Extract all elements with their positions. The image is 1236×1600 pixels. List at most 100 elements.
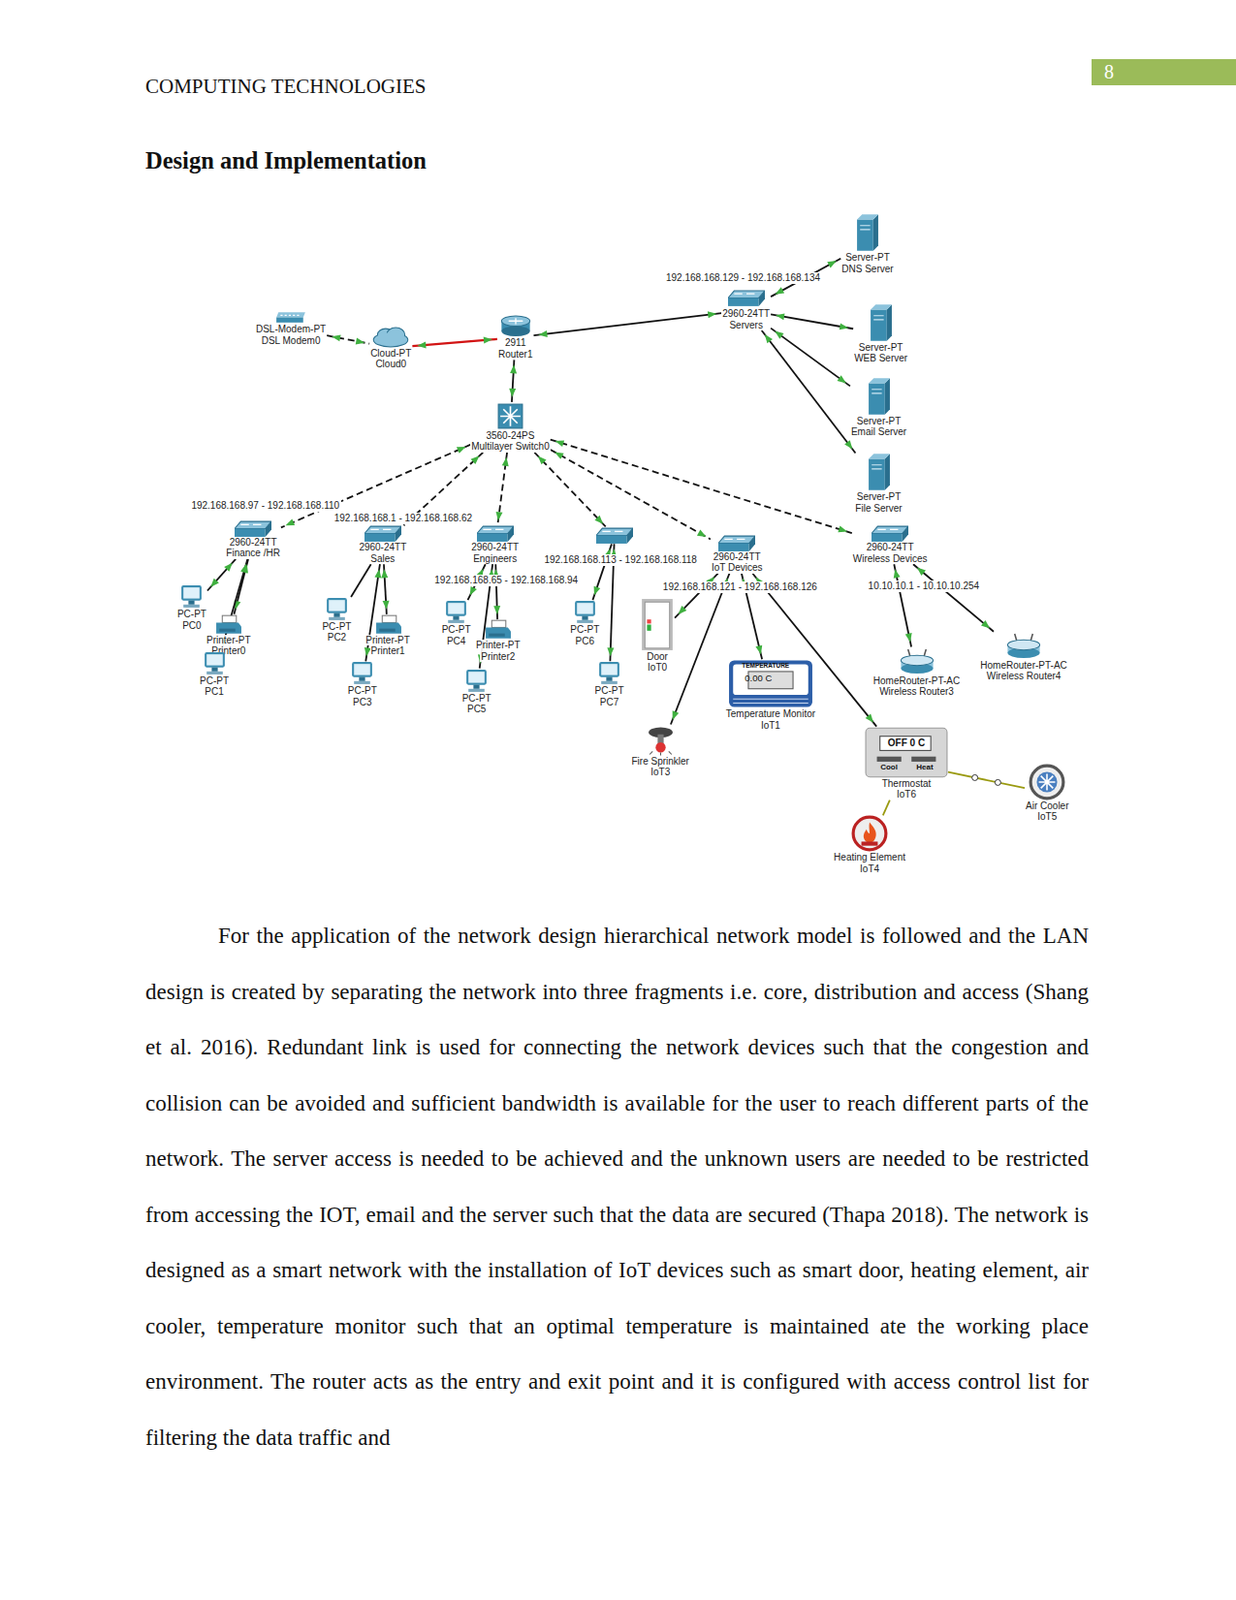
icon-part <box>868 459 886 491</box>
icon-part <box>370 529 391 531</box>
device-type: Server-PT <box>855 415 903 428</box>
iot-cable <box>948 772 1025 790</box>
device-name: PC1 <box>203 686 224 698</box>
device-name: DNS Server <box>840 263 894 276</box>
ethernet-link <box>592 543 612 601</box>
icon-part <box>733 293 755 295</box>
sprinkler-icon <box>646 725 675 757</box>
icon-part <box>280 315 299 317</box>
link-light <box>839 322 849 330</box>
link-light <box>538 330 547 338</box>
icon-part <box>445 601 467 617</box>
device-name: IoT0 <box>646 662 668 674</box>
server-icon <box>855 213 880 253</box>
icon-part <box>240 524 261 526</box>
device-name: DSL Modem0 <box>260 335 322 348</box>
pc-icon <box>571 600 599 625</box>
printer-icon <box>214 614 243 635</box>
icon-part <box>276 312 306 317</box>
link-light <box>210 578 220 588</box>
device-type: HomeRouter-PT-AC <box>872 675 961 688</box>
icon-part <box>857 220 875 252</box>
link-light <box>502 457 509 467</box>
icon-part <box>1037 771 1058 793</box>
icon-part <box>189 601 195 605</box>
device-display-text: Cool <box>880 763 898 772</box>
cloud-icon <box>371 325 411 349</box>
icon-part <box>468 688 485 692</box>
icon-part <box>718 536 756 543</box>
icon-part <box>644 602 669 649</box>
icon-part <box>482 529 504 531</box>
icon-part <box>871 526 909 534</box>
link-light <box>483 337 493 345</box>
icon-part <box>649 751 672 756</box>
ethernet-link <box>550 449 711 539</box>
ethernet-link <box>534 313 723 336</box>
ethernet-link <box>893 564 912 647</box>
device-type: 3560-24PS <box>484 430 536 443</box>
icon-part <box>581 616 588 621</box>
network-device: 2960-24TTSales <box>357 525 408 565</box>
device-name: IoT3 <box>649 766 671 779</box>
icon-part <box>861 842 879 847</box>
link-light <box>471 455 480 465</box>
link-light <box>555 440 566 447</box>
network-device: 2960-24TTServers <box>721 289 771 331</box>
pc-icon <box>596 661 623 686</box>
icon-part <box>507 317 523 324</box>
icon-part <box>206 654 223 666</box>
device-name: PC3 <box>351 697 373 709</box>
icon-part <box>880 735 931 751</box>
device-name: Wireless Devices <box>852 553 929 566</box>
network-device <box>596 527 634 544</box>
router-icon <box>499 315 533 338</box>
network-device: Server-PTWEB Server <box>853 303 909 365</box>
icon-part <box>887 304 892 342</box>
icon-part <box>576 620 594 624</box>
link-light <box>416 341 426 349</box>
icon-part <box>476 534 508 542</box>
link-light <box>470 586 477 597</box>
icon-part <box>655 742 666 753</box>
device-name: Printer2 <box>479 651 516 664</box>
device-name: PC6 <box>574 635 596 648</box>
iot-cable <box>883 800 890 817</box>
link-light <box>382 601 390 610</box>
switch-icon <box>234 520 272 538</box>
network-device: Server-PTFile Server <box>854 452 903 514</box>
link-light <box>672 710 680 721</box>
body-paragraph: For the application of the network desig… <box>145 908 1089 1466</box>
link-light <box>981 620 990 629</box>
device-name: Printer1 <box>370 645 407 658</box>
network-device: Printer-PTPrinter1 <box>364 614 412 658</box>
network-device: HomeRouter-PT-ACWireless Router3 <box>872 647 961 698</box>
icon-part <box>485 628 511 639</box>
device-type: Thermostat <box>881 778 933 791</box>
link-light <box>508 388 516 398</box>
device-type: Air Cooler <box>1024 800 1070 813</box>
device-type: PC-PT <box>441 624 473 636</box>
icon-part <box>501 316 530 326</box>
subnet-range: 192.168.168.1 - 192.168.168.62 <box>332 512 475 525</box>
network-device: DSL-Modem-PTDSL Modem0 <box>254 311 327 347</box>
icon-part <box>353 664 371 675</box>
icon-part <box>326 598 348 614</box>
icon-part <box>871 534 903 542</box>
device-type: 2960-24TT <box>712 551 762 564</box>
device-type: PC-PT <box>176 608 208 621</box>
switch-icon <box>364 525 402 542</box>
icon-part <box>868 378 890 383</box>
network-device: Heating ElementIoT4 <box>832 815 907 875</box>
device-type: Fire Sprinkler <box>630 756 690 768</box>
icon-part <box>379 628 396 632</box>
icon-part <box>871 388 882 393</box>
icon-part <box>602 531 623 533</box>
device-name: PC5 <box>466 703 487 716</box>
icon-part <box>900 655 933 666</box>
network-device: Temperature MonitorIoT1 <box>725 659 817 731</box>
device-type: Cloud-PT <box>369 348 412 360</box>
icon-part <box>885 378 890 415</box>
icon-part <box>870 309 888 341</box>
device-type: 2960-24TT <box>865 541 916 554</box>
